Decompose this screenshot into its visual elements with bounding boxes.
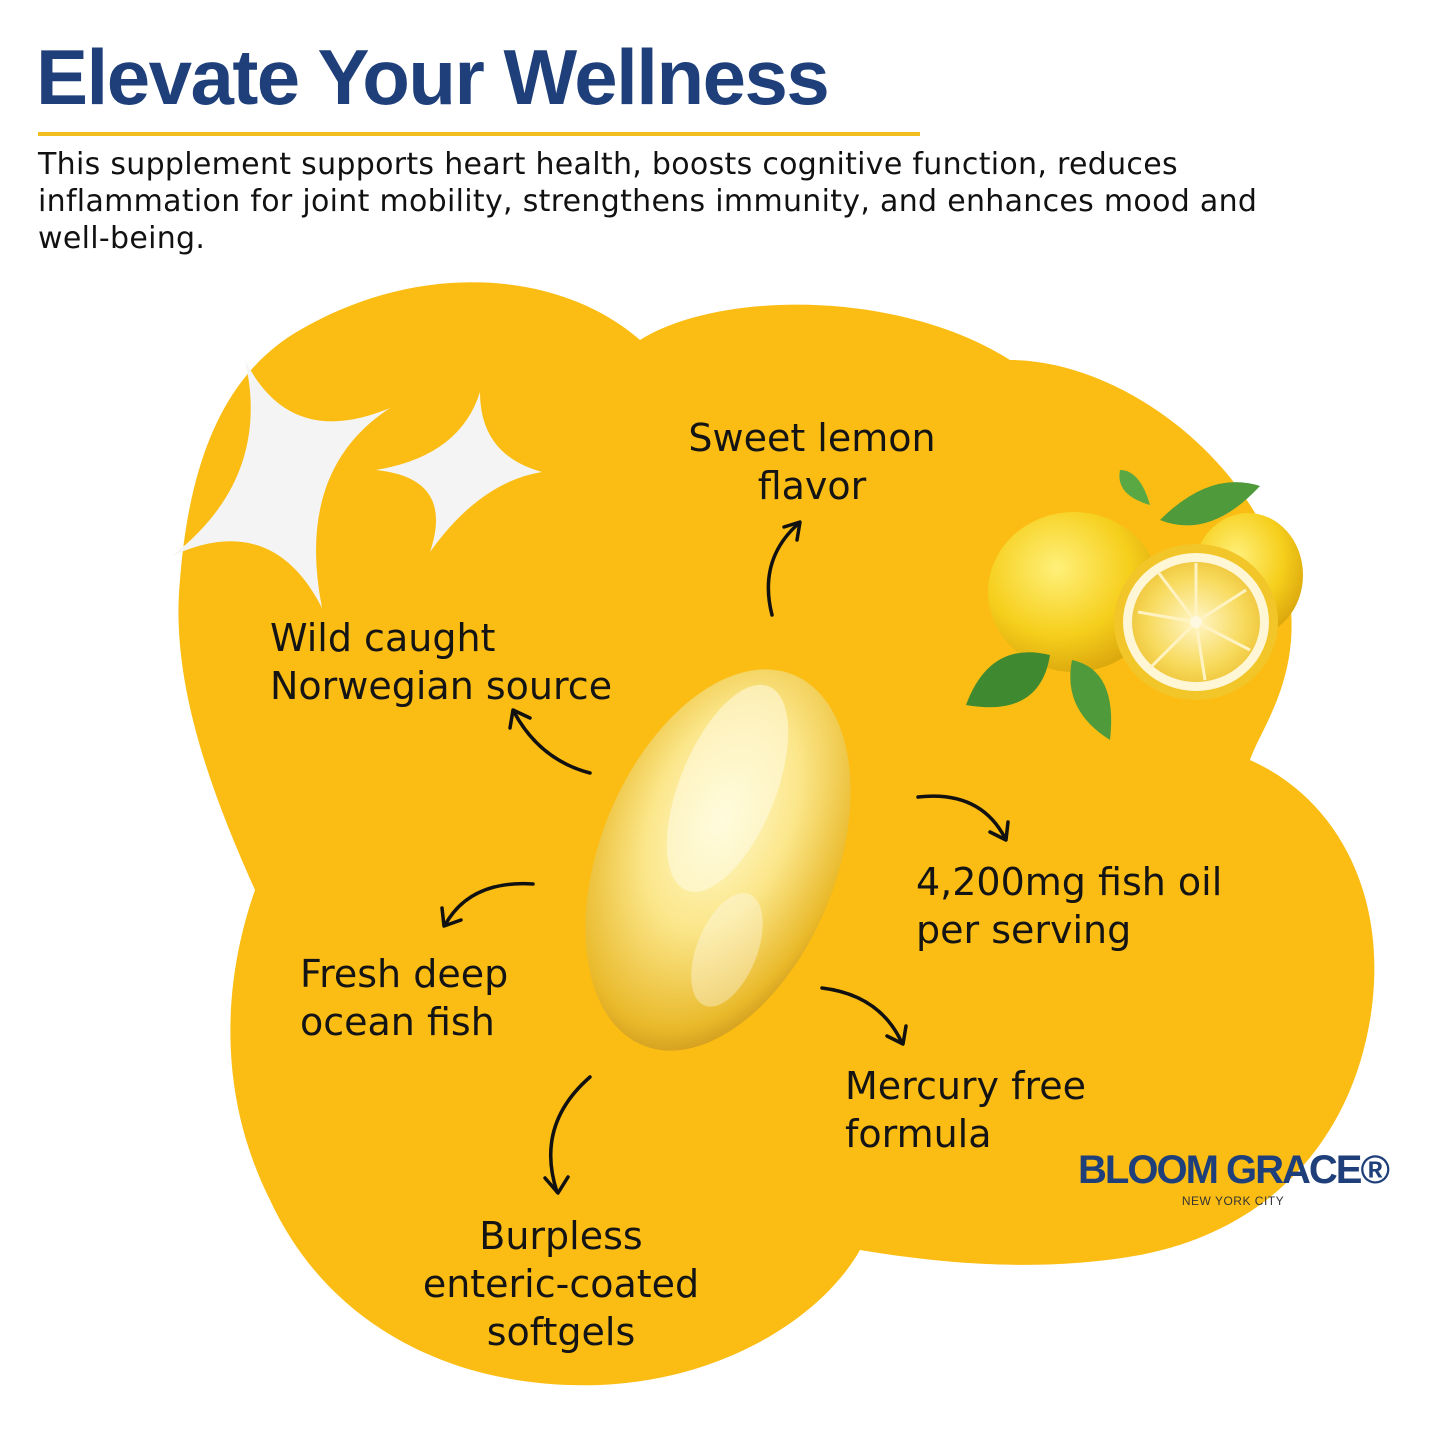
- feature-fish-oil-dose: 4,200mg fish oil per serving: [916, 860, 1223, 952]
- feature-lemon-flavor: Sweet lemon flavor: [688, 416, 936, 508]
- arrow-to-softgels: [543, 1075, 592, 1195]
- sparkle-icon-large: [172, 360, 390, 608]
- page-description: This supplement supports heart health, b…: [38, 147, 1258, 256]
- brand-logo: BLOOM GRACE® NEW YORK CITY: [1066, 1148, 1400, 1208]
- page-title: Elevate Your Wellness: [36, 33, 830, 121]
- arrow-to-mercury-free: [820, 986, 908, 1046]
- arrow-to-norwegian-source: [508, 708, 592, 775]
- arrow-to-ocean-fish: [440, 881, 535, 928]
- lemon-icon: [966, 470, 1303, 740]
- sparkle-icon-small: [376, 392, 542, 552]
- softgel-capsule-icon: [585, 669, 851, 1051]
- brand-name: BLOOM GRACE®: [1078, 1148, 1390, 1192]
- title-underline: [38, 132, 920, 136]
- arrow-to-fish-oil-dose: [916, 794, 1010, 842]
- feature-burpless-softgels: Burpless enteric-coated softgels: [422, 1214, 700, 1354]
- feature-ocean-fish: Fresh deep ocean fish: [300, 952, 509, 1044]
- feature-norwegian-source: Wild caught Norwegian source: [270, 616, 613, 708]
- feature-mercury-free: Mercury free formula: [845, 1064, 1087, 1156]
- brand-city: NEW YORK CITY: [1181, 1194, 1285, 1208]
- arrow-to-lemon-flavor: [766, 520, 802, 617]
